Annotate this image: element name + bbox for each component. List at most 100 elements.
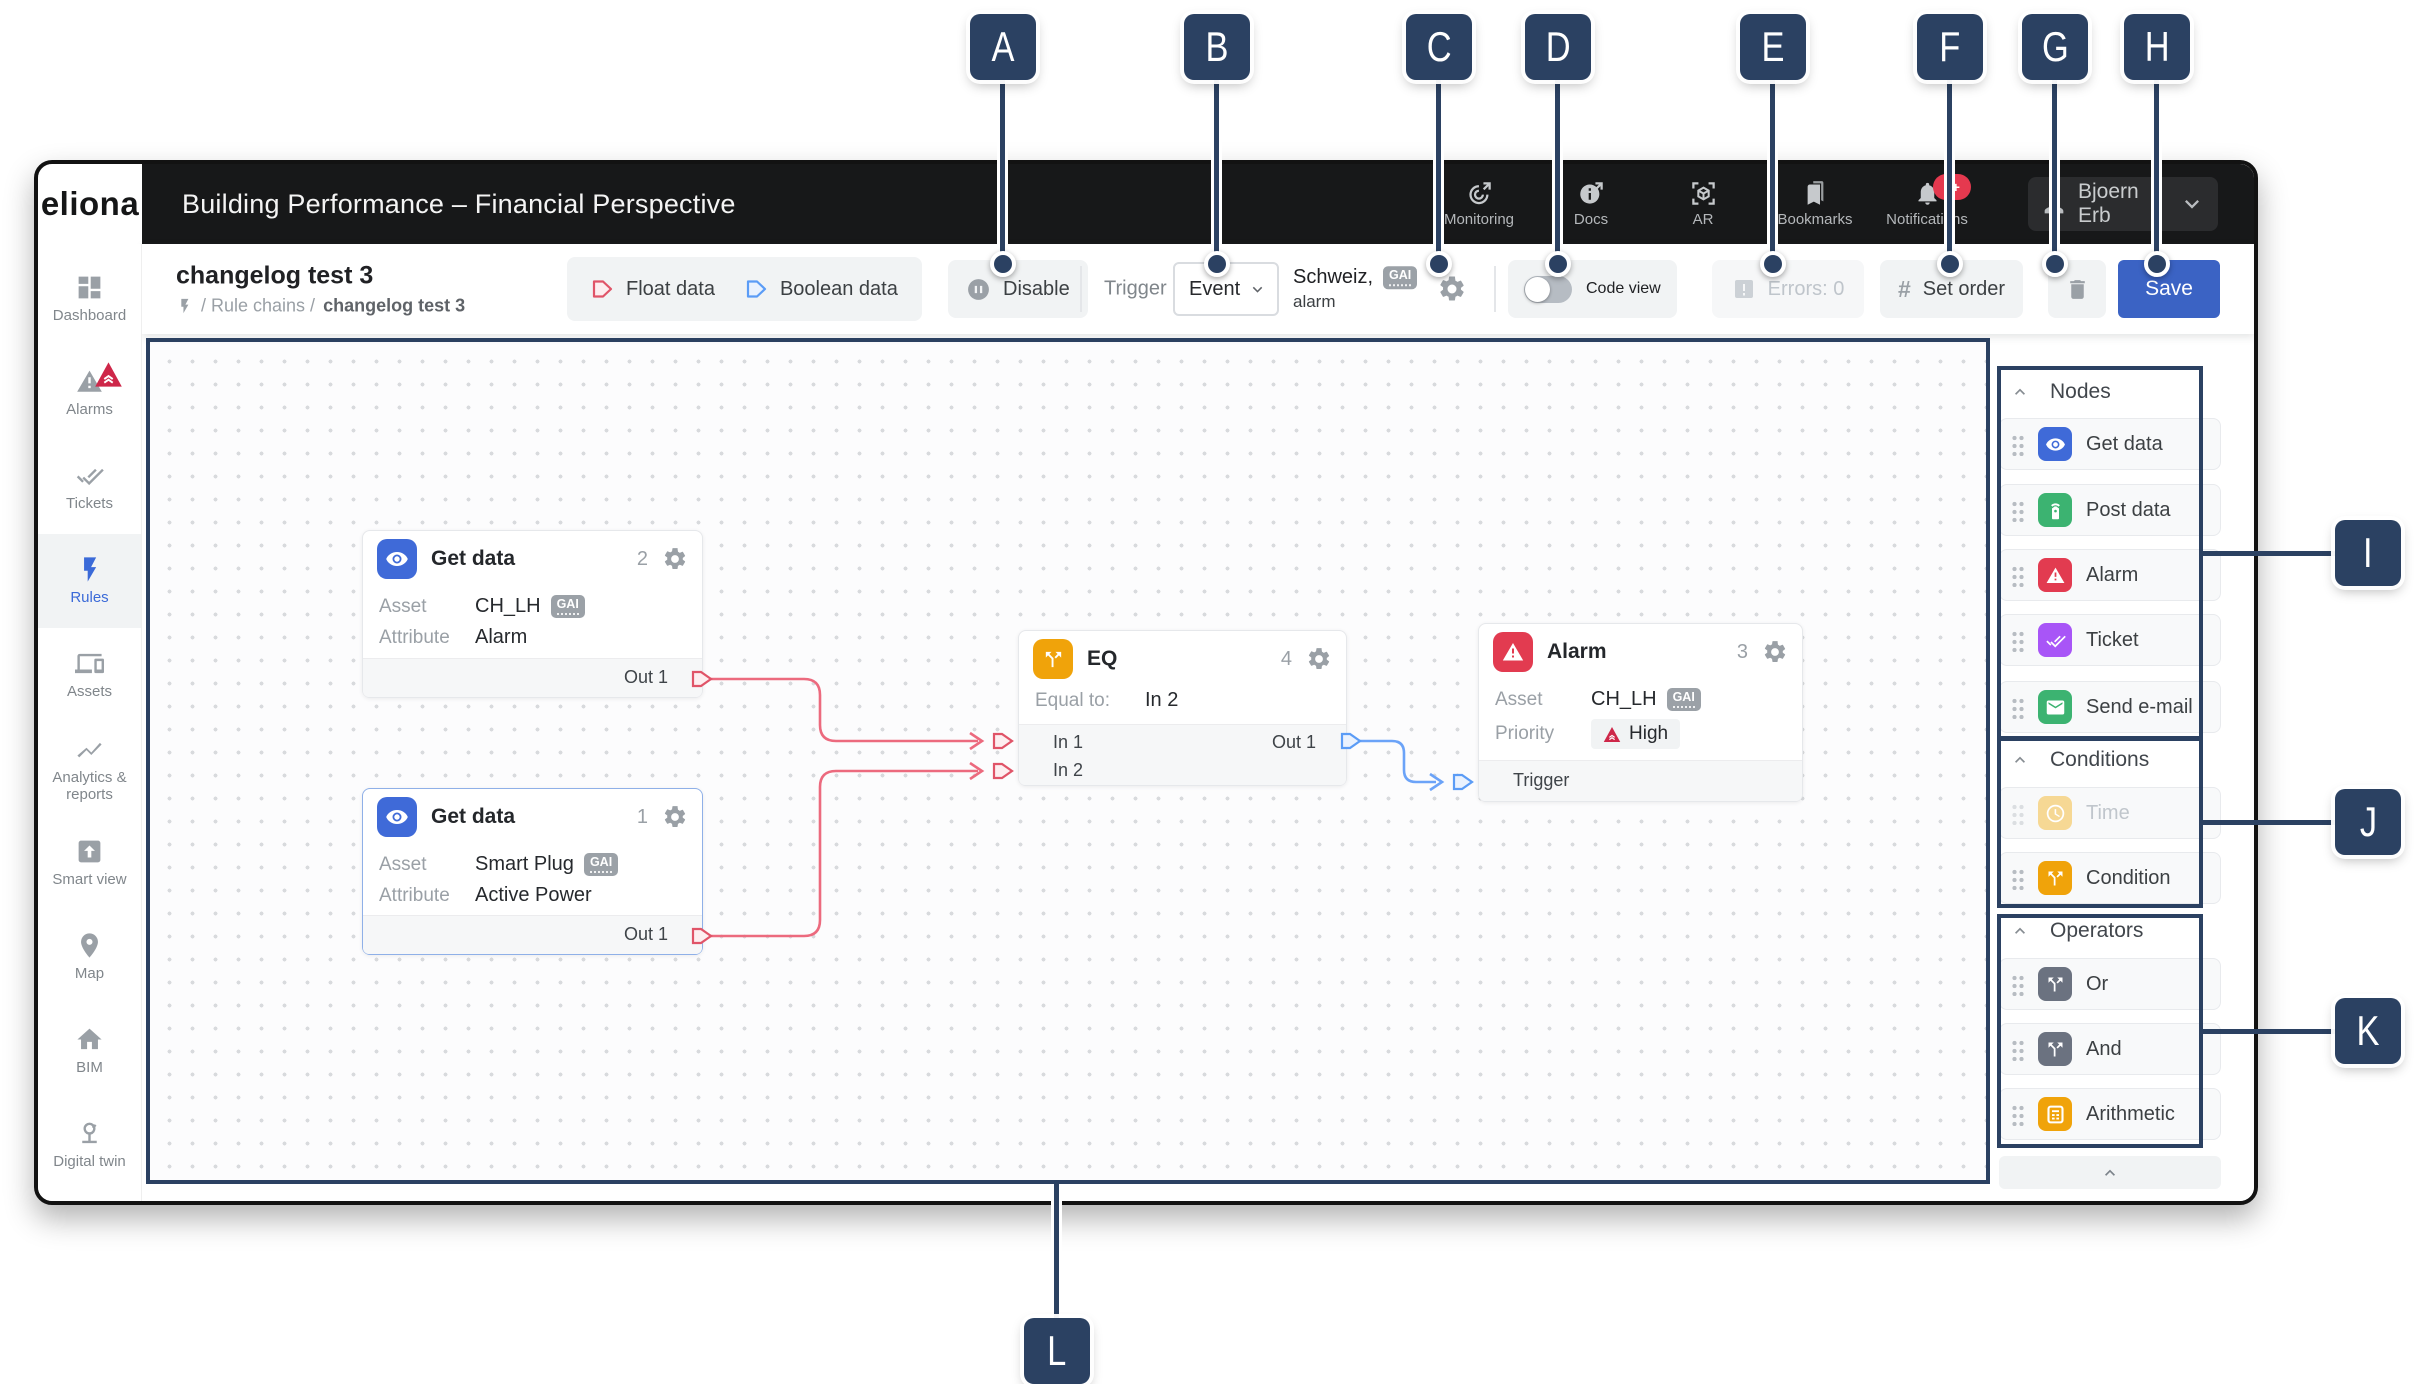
annotation-line-j — [2203, 820, 2335, 825]
palette-scroll-up[interactable] — [1999, 1156, 2221, 1189]
top-header-bar: eliona Building Performance – Financial … — [38, 164, 2254, 244]
nav-item-bookmarks[interactable]: Bookmarks — [1759, 164, 1871, 244]
hash-icon: # — [1898, 275, 1911, 302]
node-body: Asset Smart Plug GAI Attribute Active Po… — [363, 845, 702, 915]
sidebar-item-analytics[interactable]: Analytics & reports — [38, 722, 141, 816]
sidebar-item-rules[interactable]: Rules — [38, 534, 141, 628]
save-button[interactable]: Save — [2118, 260, 2220, 318]
errors-button[interactable]: Errors: 0 — [1712, 260, 1864, 318]
high-priority-icon — [1603, 726, 1621, 743]
palette-section-operators[interactable]: Operators — [1994, 913, 2226, 949]
node-alarm[interactable]: Alarm 3 Asset CH_LH GAI Priority High — [1478, 623, 1803, 802]
float-port-icon — [592, 280, 613, 298]
float-data-legend[interactable]: Float data — [591, 278, 715, 301]
node-footer: Trigger — [1479, 760, 1802, 801]
palette-item-label: Or — [2086, 972, 2109, 995]
sidebar-item-digital-twin[interactable]: Digital twin — [38, 1098, 141, 1192]
sidebar-item-smart-view[interactable]: Smart view — [38, 816, 141, 910]
annotation-dot-h — [2144, 251, 2170, 277]
annotation-line-g — [2052, 80, 2057, 264]
toolbar-divider — [1080, 266, 1082, 312]
drag-handle-icon[interactable] — [2010, 628, 2024, 652]
drag-handle-icon — [2010, 801, 2024, 825]
drag-handle-icon[interactable] — [2010, 498, 2024, 522]
palette-item-ticket[interactable]: Ticket — [1999, 614, 2221, 666]
palette-item-and[interactable]: And — [1999, 1023, 2221, 1075]
palette-section-conditions[interactable]: Conditions — [1994, 742, 2226, 778]
annotation-line-i — [2203, 551, 2335, 556]
palette-item-get-data[interactable]: Get data — [1999, 418, 2221, 470]
ticket-check-icon — [2038, 623, 2072, 657]
set-order-button[interactable]: # Set order — [1880, 260, 2024, 318]
eliona-logo[interactable]: eliona — [38, 164, 142, 244]
user-menu[interactable]: Bjoern Erb — [2028, 177, 2218, 231]
nav-label: Docs — [1573, 211, 1609, 228]
drag-handle-icon[interactable] — [2010, 866, 2024, 890]
annotation-dot-f — [1937, 251, 1963, 277]
code-view-toggle[interactable] — [1524, 275, 1572, 303]
palette-item-arithmetic[interactable]: Arithmetic — [1999, 1088, 2221, 1140]
gear-icon[interactable] — [1306, 646, 1332, 672]
node-get-data-2[interactable]: Get data 2 Asset CH_LH GAI Attribute Ala… — [362, 530, 703, 698]
palette-item-send-email[interactable]: Send e-mail — [1999, 681, 2221, 733]
annotation-label-c: C — [1406, 14, 1472, 80]
gear-icon[interactable] — [662, 546, 688, 572]
sidebar-item-dashboard[interactable]: Dashboard — [38, 252, 141, 346]
gai-badge: GAI — [1383, 266, 1418, 289]
annotation-line-f — [1947, 80, 1952, 264]
palette-section-nodes[interactable]: Nodes — [1994, 374, 2226, 410]
drag-handle-icon[interactable] — [2010, 695, 2024, 719]
chevron-down-icon — [2178, 190, 2206, 218]
nav-item-docs[interactable]: Docs — [1535, 164, 1647, 244]
palette-item-post-data[interactable]: Post data — [1999, 484, 2221, 536]
tickets-icon — [75, 461, 104, 490]
drag-handle-icon[interactable] — [2010, 972, 2024, 996]
nav-item-ar[interactable]: AR — [1647, 164, 1759, 244]
sidebar-item-assets[interactable]: Assets — [38, 628, 141, 722]
node-eq-condition[interactable]: EQ 4 Equal to: In 2 In 1 Out 1 In 2 — [1018, 630, 1347, 786]
nav-item-monitoring[interactable]: Monitoring — [1423, 164, 1535, 244]
palette-item-or[interactable]: Or — [1999, 958, 2221, 1010]
nav-item-notifications[interactable]: Notifications 9+ — [1871, 164, 1983, 244]
nav-label: Monitoring — [1443, 211, 1515, 228]
annotation-line-d — [1555, 80, 1560, 264]
drag-handle-icon[interactable] — [2010, 563, 2024, 587]
header-nav: Monitoring Docs AR Bookmarks Notificatio… — [1423, 164, 1983, 244]
save-label: Save — [2145, 277, 2193, 300]
palette-item-condition[interactable]: Condition — [1999, 852, 2221, 904]
gear-icon[interactable] — [662, 804, 688, 830]
node-title: Get data — [431, 547, 516, 570]
sidebar-label: Analytics & reports — [52, 769, 127, 803]
node-get-data-1[interactable]: Get data 1 Asset Smart Plug GAI Attribut… — [362, 788, 703, 955]
breadcrumb[interactable]: / Rule chains / changelog test 3 — [176, 296, 465, 317]
boolean-data-legend[interactable]: Boolean data — [745, 278, 898, 301]
palette-item-label: Arithmetic — [2086, 1102, 2175, 1125]
sidebar-item-alarms[interactable]: Alarms — [38, 346, 141, 440]
sidebar-item-map[interactable]: Map — [38, 910, 141, 1004]
drag-handle-icon[interactable] — [2010, 1037, 2024, 1061]
drag-handle-icon[interactable] — [2010, 1102, 2024, 1126]
trigger-label: Trigger — [1104, 277, 1167, 300]
smart-view-icon — [75, 837, 104, 866]
row-value: Alarm — [475, 626, 528, 648]
row-label: Asset — [379, 853, 427, 875]
page-title-block: changelog test 3 / Rule chains / changel… — [176, 262, 465, 317]
gear-icon[interactable] — [1762, 639, 1788, 665]
palette-item-alarm[interactable]: Alarm — [1999, 549, 2221, 601]
palette-item-label: Condition — [2086, 866, 2171, 889]
breadcrumb-current: changelog test 3 — [323, 295, 466, 316]
sidebar-item-tickets[interactable]: Tickets — [38, 440, 141, 534]
disable-button[interactable]: Disable — [948, 260, 1088, 318]
drag-handle-icon[interactable] — [2010, 432, 2024, 456]
condition-split-icon — [2038, 861, 2072, 895]
user-name: Bjoern Erb — [2078, 180, 2139, 227]
nav-label: Notifications — [1886, 211, 1968, 228]
out-port-label: Out 1 — [623, 667, 668, 687]
row-label: Attribute — [379, 884, 450, 906]
page-title: changelog test 3 — [176, 261, 374, 290]
rules-bolt-icon — [176, 298, 193, 315]
annotation-line-e — [1770, 80, 1775, 264]
pause-icon — [966, 277, 991, 302]
sidebar-item-bim[interactable]: BIM — [38, 1004, 141, 1098]
annotation-label-b: B — [1184, 14, 1250, 80]
